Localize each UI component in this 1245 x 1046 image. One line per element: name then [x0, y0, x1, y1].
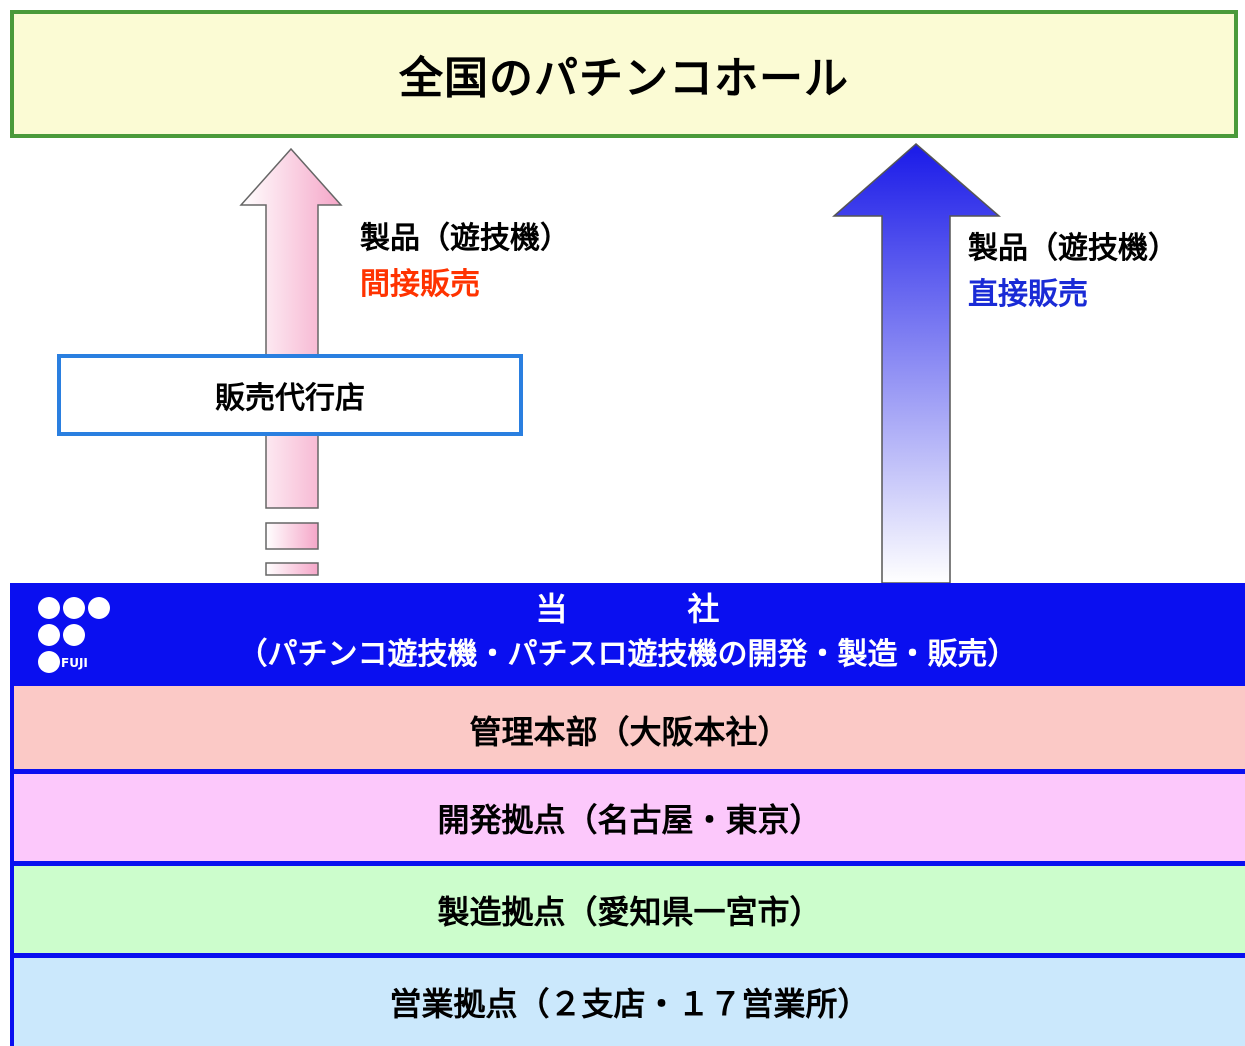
indirect-sales-product-text: 製品（遊技機）	[360, 221, 570, 256]
direct-sales-arrow-body	[832, 143, 1002, 584]
indirect-sales-arrow-body	[239, 147, 343, 509]
division-sales: 営業拠点（２支店・１７営業所）	[10, 958, 1245, 1046]
division-manufacturing: 製造拠点（愛知県一宮市）	[10, 866, 1245, 954]
division-management-hq: 管理本部（大阪本社）	[10, 686, 1245, 774]
indirect-sales-arrow-dash-1	[265, 522, 319, 550]
divider	[10, 861, 1245, 866]
direct-sales-label: 製品（遊技機） 直接販売	[968, 226, 1178, 318]
pachinko-halls-title: 全国のパチンコホール	[399, 53, 849, 104]
company-title-part2: 社	[687, 590, 720, 628]
pachinko-halls-box: 全国のパチンコホール	[10, 10, 1238, 138]
direct-sales-product-text: 製品（遊技機）	[968, 231, 1178, 266]
company-title: 当社	[10, 589, 1245, 629]
sales-agency-label: 販売代行店	[215, 381, 365, 416]
company-subtitle: （パチンコ遊技機・パチスロ遊技機の開発・製造・販売）	[237, 637, 1018, 672]
fuji-logo: FUJI	[36, 597, 136, 679]
indirect-sales-label: 製品（遊技機） 間接販売	[360, 216, 570, 308]
logo-dot	[38, 651, 60, 673]
division-development: 開発拠点（名古屋・東京）	[10, 774, 1245, 862]
sales-agency-box: 販売代行店	[57, 354, 523, 436]
division-label: 製造拠点（愛知県一宮市）	[437, 893, 822, 931]
company-title-part1: 当	[535, 590, 568, 628]
indirect-sales-arrow-dash-2	[265, 562, 319, 576]
logo-dot	[63, 624, 85, 646]
logo-brand-text: FUJI	[61, 656, 88, 670]
logo-dot	[88, 597, 110, 619]
division-label: 営業拠点（２支店・１７営業所）	[389, 985, 870, 1023]
divider	[10, 769, 1245, 774]
divider	[10, 953, 1245, 958]
indirect-sales-text: 間接販売	[360, 267, 480, 302]
logo-dot	[38, 624, 60, 646]
division-label: 管理本部（大阪本社）	[469, 713, 790, 751]
logo-dot	[38, 597, 60, 619]
direct-sales-arrow	[832, 143, 1002, 584]
company-box: 当社 （パチンコ遊技機・パチスロ遊技機の開発・製造・販売）	[10, 583, 1245, 686]
division-label: 開発拠点（名古屋・東京）	[437, 801, 822, 839]
direct-sales-text: 直接販売	[968, 277, 1088, 312]
logo-dot	[63, 597, 85, 619]
